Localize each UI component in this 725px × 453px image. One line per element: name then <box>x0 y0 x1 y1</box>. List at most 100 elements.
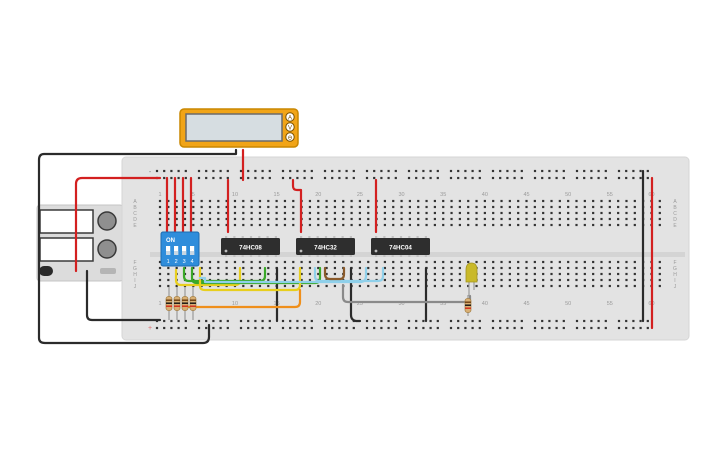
breadboard-hole[interactable] <box>558 260 561 264</box>
rail-hole[interactable] <box>478 319 481 323</box>
breadboard-hole[interactable] <box>592 205 595 209</box>
rail-hole[interactable] <box>471 319 474 323</box>
breadboard-hole[interactable] <box>317 205 320 209</box>
breadboard-hole[interactable] <box>592 284 595 288</box>
wire-brown-signal[interactable] <box>323 266 346 281</box>
rail-hole[interactable] <box>415 176 418 180</box>
breadboard-hole[interactable] <box>475 199 478 203</box>
rail-hole[interactable] <box>338 176 341 180</box>
breadboard-hole[interactable] <box>517 205 520 209</box>
breadboard-hole[interactable] <box>575 266 578 270</box>
breadboard-hole[interactable] <box>242 260 245 264</box>
rail-hole[interactable] <box>513 326 516 330</box>
rail-hole[interactable] <box>380 319 383 323</box>
breadboard-hole[interactable] <box>400 223 403 227</box>
rail-hole[interactable] <box>219 176 222 180</box>
breadboard-hole[interactable] <box>550 205 553 209</box>
breadboard-hole[interactable] <box>500 260 503 264</box>
rail-hole[interactable] <box>555 176 558 180</box>
rail-hole[interactable] <box>170 169 173 173</box>
rail-hole[interactable] <box>380 169 383 173</box>
breadboard-hole[interactable] <box>400 284 403 288</box>
breadboard-hole[interactable] <box>608 284 611 288</box>
breadboard-hole[interactable] <box>400 266 403 270</box>
rail-hole[interactable] <box>281 169 285 173</box>
breadboard-hole[interactable] <box>558 278 561 282</box>
breadboard-hole[interactable] <box>442 260 445 264</box>
rail-hole[interactable] <box>303 169 306 173</box>
breadboard-hole[interactable] <box>475 223 478 227</box>
rail-hole[interactable] <box>155 169 159 173</box>
rail-hole[interactable] <box>533 176 537 180</box>
rail-hole[interactable] <box>177 176 180 180</box>
rail-hole[interactable] <box>338 319 341 323</box>
breadboard-hole[interactable] <box>433 211 436 215</box>
rail-hole[interactable] <box>212 169 215 173</box>
breadboard-hole[interactable] <box>467 199 470 203</box>
breadboard-hole[interactable] <box>267 205 270 209</box>
breadboard-hole[interactable] <box>425 211 428 215</box>
breadboard-hole[interactable] <box>233 199 237 203</box>
breadboard-hole[interactable] <box>400 260 403 264</box>
breadboard-hole[interactable] <box>258 217 262 221</box>
breadboard-hole[interactable] <box>308 223 312 227</box>
breadboard-hole[interactable] <box>617 272 620 276</box>
breadboard-hole[interactable] <box>200 223 203 227</box>
rail-hole[interactable] <box>323 169 327 173</box>
breadboard-hole[interactable] <box>267 272 270 276</box>
rail-hole[interactable] <box>407 326 411 330</box>
breadboard-hole[interactable] <box>292 278 295 282</box>
breadboard-hole[interactable] <box>542 266 545 270</box>
breadboard-hole[interactable] <box>192 199 195 203</box>
breadboard-hole[interactable] <box>633 260 636 264</box>
breadboard-hole[interactable] <box>208 266 212 270</box>
rail-hole[interactable] <box>331 319 334 323</box>
breadboard-hole[interactable] <box>367 266 370 270</box>
rail-hole[interactable] <box>268 169 271 173</box>
breadboard-hole[interactable] <box>517 211 520 215</box>
breadboard-hole[interactable] <box>542 272 545 276</box>
breadboard-hole[interactable] <box>500 272 503 276</box>
rail-hole[interactable] <box>296 176 299 180</box>
breadboard-hole[interactable] <box>450 272 453 276</box>
breadboard-hole[interactable] <box>617 278 620 282</box>
rail-hole[interactable] <box>604 326 607 330</box>
breadboard-hole[interactable] <box>225 205 228 209</box>
breadboard-hole[interactable] <box>483 205 486 209</box>
breadboard-hole[interactable] <box>567 266 570 270</box>
rail-hole[interactable] <box>639 176 642 180</box>
breadboard-hole[interactable] <box>625 284 628 288</box>
rail-hole[interactable] <box>261 176 264 180</box>
breadboard-hole[interactable] <box>417 260 420 264</box>
rail-hole[interactable] <box>219 319 222 323</box>
breadboard-hole[interactable] <box>442 223 445 227</box>
breadboard-hole[interactable] <box>242 272 245 276</box>
breadboard-hole[interactable] <box>508 272 511 276</box>
rail-hole[interactable] <box>520 326 523 330</box>
rail-hole[interactable] <box>247 326 250 330</box>
breadboard-hole[interactable] <box>208 223 212 227</box>
breadboard-hole[interactable] <box>533 199 536 203</box>
breadboard-hole[interactable] <box>333 223 337 227</box>
breadboard-hole[interactable] <box>283 284 287 288</box>
rail-hole[interactable] <box>575 169 579 173</box>
breadboard-hole[interactable] <box>625 205 628 209</box>
breadboard-hole[interactable] <box>358 272 362 276</box>
breadboard-hole[interactable] <box>592 260 595 264</box>
breadboard-hole[interactable] <box>367 272 370 276</box>
breadboard-hole[interactable] <box>600 272 603 276</box>
breadboard-hole[interactable] <box>408 278 411 282</box>
rail-hole[interactable] <box>261 319 264 323</box>
breadboard-hole[interactable] <box>658 284 661 288</box>
breadboard-hole[interactable] <box>525 260 528 264</box>
breadboard-hole[interactable] <box>225 199 228 203</box>
breadboard-hole[interactable] <box>250 205 253 209</box>
breadboard-hole[interactable] <box>158 199 162 203</box>
breadboard-hole[interactable] <box>175 199 178 203</box>
breadboard-hole[interactable] <box>283 278 287 282</box>
rail-hole[interactable] <box>520 169 523 173</box>
rail-hole[interactable] <box>646 176 649 180</box>
multimeter[interactable]: A V ⊖ <box>179 108 299 148</box>
breadboard-hole[interactable] <box>317 260 320 264</box>
breadboard-hole[interactable] <box>192 217 195 221</box>
